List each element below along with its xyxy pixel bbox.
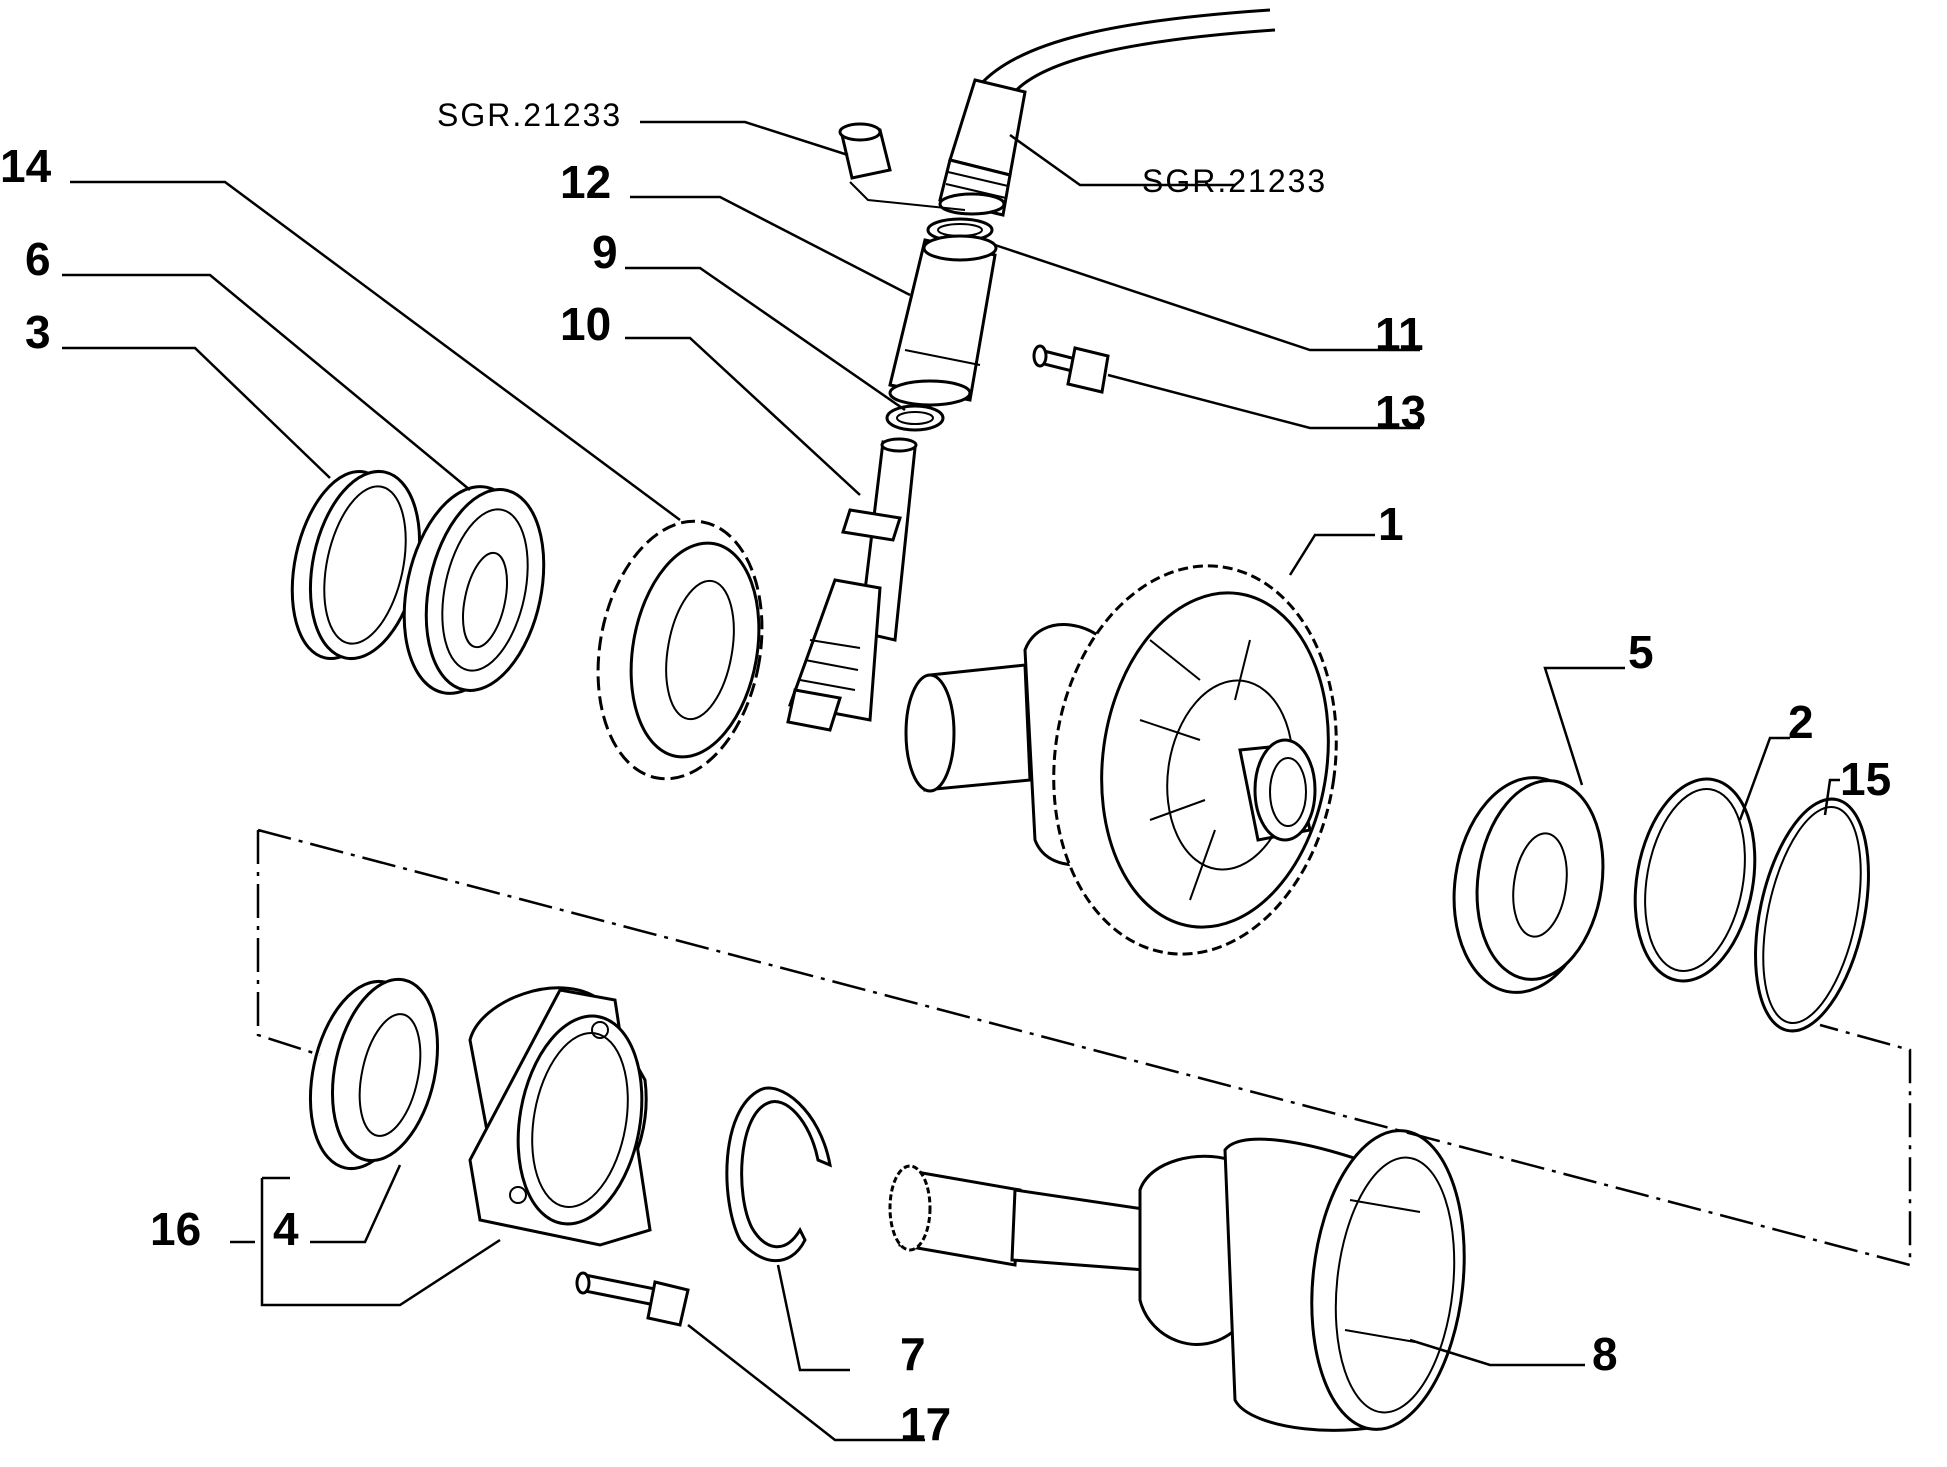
- leader-lines: [62, 120, 1840, 1442]
- bolt-17: [575, 1271, 690, 1327]
- bearing-5: [1452, 776, 1605, 994]
- oil-seal-3: [290, 469, 422, 661]
- callout-15: 15: [1840, 753, 1891, 805]
- callout-8: 8: [1592, 1328, 1618, 1380]
- callout-4: 4: [273, 1203, 299, 1255]
- washer-9: [885, 404, 945, 432]
- callout-2: 2: [1788, 696, 1814, 748]
- circlip-7: [725, 1086, 832, 1263]
- callout-5: 5: [1628, 626, 1654, 678]
- ring-2: [1633, 777, 1757, 983]
- oil-seal-4: [308, 977, 440, 1171]
- drive-gear-14: [596, 519, 764, 781]
- callout-3: 3: [25, 306, 51, 358]
- cable-nut: [838, 122, 966, 211]
- assembly-axis-line: [256, 828, 1912, 1267]
- drive-joint-8: [888, 1129, 1466, 1432]
- callout-16: 16: [150, 1203, 201, 1255]
- callout-11: 11: [1375, 308, 1424, 360]
- callout-12: 12: [560, 156, 611, 208]
- ring-15: [1754, 797, 1870, 1033]
- callout-14: 14: [0, 140, 52, 192]
- flange-16: [468, 986, 652, 1247]
- sleeve-12: [888, 234, 998, 407]
- callout-1: 1: [1378, 498, 1404, 550]
- bolt-13: [1032, 344, 1110, 394]
- callout-sgr-left: SGR.21233: [437, 97, 622, 133]
- callout-13: 13: [1375, 386, 1426, 438]
- bearing-6: [402, 485, 546, 695]
- callout-6: 6: [25, 233, 51, 285]
- callout-7: 7: [900, 1328, 926, 1380]
- callout-17: 17: [900, 1398, 951, 1450]
- driven-gear-shaft-10: [786, 437, 918, 732]
- callout-9: 9: [592, 226, 618, 278]
- callout-10: 10: [560, 298, 611, 350]
- speedometer-cable: [938, 8, 1276, 217]
- differential-1: [904, 564, 1338, 956]
- callout-sgr-right: SGR.21233: [1142, 163, 1327, 199]
